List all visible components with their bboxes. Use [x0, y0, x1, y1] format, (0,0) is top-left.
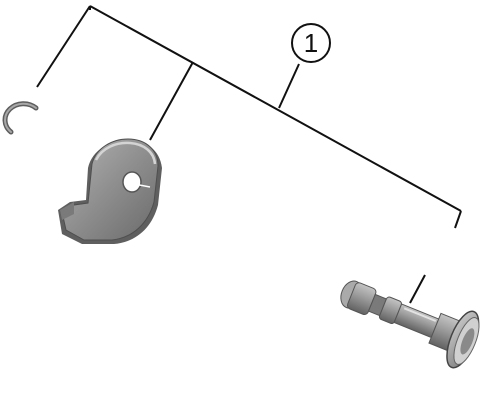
snap-ring [2, 101, 39, 135]
callout-circle [291, 23, 331, 63]
adjusting-bolt [340, 280, 480, 369]
callout-number: 1 [304, 28, 318, 58]
leader-lines [36, 5, 462, 304]
leader-ring-branch [36, 5, 91, 88]
cable-hook-plate [58, 138, 162, 244]
leader-callout-connector [278, 63, 300, 109]
callout-1: 1 [291, 23, 331, 63]
plate-hole [122, 171, 142, 193]
leader-plate-branch [149, 61, 194, 141]
leader-bolt-dash [409, 274, 426, 304]
leader-bolt-branch [454, 210, 462, 229]
leader-main-diagonal [89, 5, 462, 212]
